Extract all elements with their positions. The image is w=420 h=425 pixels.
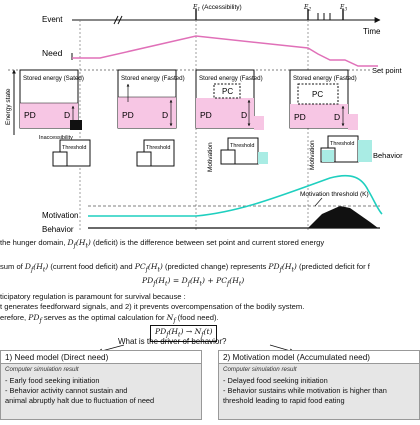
time-label: Time	[363, 27, 381, 36]
motivation-model-title: 2) Motivation model (Accumulated need)	[218, 350, 420, 364]
d-label: D	[334, 112, 340, 122]
d-label: D	[64, 110, 70, 120]
need-model-title: 1) Need model (Direct need)	[0, 350, 202, 364]
motivation-vertical-label: Motivation	[309, 140, 316, 170]
threshold-label: Threshold	[230, 143, 254, 149]
panel-title: Stored energy (Fasted)	[121, 75, 185, 82]
energy-panel-1: Stored energy (Sated) PD D Inaccessibili…	[19, 69, 91, 167]
need-model-item: animal abruptly halt due to fluctuation …	[5, 396, 155, 405]
set-point-label: Set point	[372, 66, 403, 75]
event-label: Event	[42, 15, 63, 24]
motivation-curve	[88, 174, 383, 217]
motivation-model-item: - Delayed food seeking initiation	[223, 376, 328, 385]
equation-2-box: PDf(Ht) → Nf(t)	[150, 325, 218, 342]
panel-title: Stored energy (Fasted)	[199, 75, 263, 82]
need-model-note: Computer simulation result	[5, 366, 79, 373]
panel-title: Stored energy (Fasted)	[293, 75, 357, 82]
energy-panel-2: Stored energy (Fasted) PD D Threshold	[117, 69, 185, 167]
pd-label: PD	[24, 110, 36, 120]
need-model-item: - Early food seeking initiation	[5, 376, 100, 385]
pd-label: PD	[200, 110, 212, 120]
motivation-model-body: Computer simulation result - Delayed foo…	[218, 364, 420, 420]
behavior-activity-area	[308, 206, 378, 228]
need-label: Need	[42, 48, 63, 58]
stored-energy-fill	[290, 104, 348, 128]
panel-title: Stored energy (Sated)	[23, 75, 84, 82]
text-line-5: erefore, PDf serves as the optimal calcu…	[0, 313, 219, 325]
pc-box	[297, 83, 339, 105]
behavior-legend-label: Behavior	[373, 151, 403, 160]
stored-energy-fill	[118, 97, 176, 128]
pc-box	[213, 83, 241, 99]
text-line-2: sum of Df(Ht) (current food deficit) and…	[0, 262, 370, 274]
pd-label: PD	[294, 112, 306, 122]
pd-label: PD	[122, 110, 134, 120]
equation-1: PDf(Ht) = Df(Ht) + PCf(Ht)	[142, 276, 245, 288]
accessibility-label: (Accessibility)	[202, 4, 242, 11]
stored-energy-fill	[20, 103, 78, 128]
inaccessibility-block	[70, 120, 82, 130]
event-e3-label: E3	[339, 4, 347, 13]
motivation-threshold-label: Motivation threshold (K)	[300, 191, 369, 198]
inaccessibility-label: Inaccessibility	[39, 135, 73, 141]
need-model-panel: 1) Need model (Direct need) Computer sim…	[0, 350, 202, 420]
motivation-label: Motivation	[42, 211, 78, 220]
motivation-model-note: Computer simulation result	[223, 366, 297, 373]
pc-label: PC	[222, 87, 233, 96]
text-line-3: ticipatory regulation is paramount for s…	[0, 292, 186, 301]
text-line-4: t generates feedforward signals, and 2) …	[0, 302, 305, 311]
time-guides	[79, 20, 309, 232]
need-curve	[72, 35, 378, 67]
energy-state-label: Energy state	[5, 88, 12, 125]
event-e2-label: E2	[303, 4, 311, 13]
behavior-label: Behavior	[42, 225, 74, 234]
axis-break-mark	[113, 15, 119, 25]
threshold-pointer	[314, 197, 323, 207]
energy-panel-4: Stored energy (Fasted) PC PD D Threshold…	[289, 69, 403, 170]
stored-energy-fill	[196, 98, 254, 128]
pc-label: PC	[312, 90, 323, 99]
need-model-body: Computer simulation result - Early food …	[0, 364, 202, 420]
question-text: What is the driver of behavior?	[118, 337, 227, 346]
threshold-label: Threshold	[62, 145, 86, 151]
motivation-model-item: threshold leading to rapid food eating	[223, 396, 345, 405]
axis-break-mark	[117, 15, 123, 25]
threshold-label: Threshold	[330, 141, 354, 147]
motivation-model-panel: 2) Motivation model (Accumulated need) C…	[218, 350, 420, 420]
text-line-1: the hunger domain, Df(Ht) (deficit) is t…	[0, 238, 325, 250]
need-model-item: - Behavior activity cannot sustain and	[5, 386, 128, 395]
d-label: D	[162, 110, 168, 120]
event-e1-label: E1	[192, 4, 200, 13]
threshold-label: Threshold	[146, 145, 170, 151]
motivation-vertical-label: Motivation	[207, 142, 214, 172]
motivation-model-item: - Behavior sustains while motivation is …	[223, 386, 387, 395]
energy-panel-3: Stored energy (Fasted) PC PD D Threshold…	[195, 69, 268, 172]
d-label: D	[241, 110, 247, 120]
